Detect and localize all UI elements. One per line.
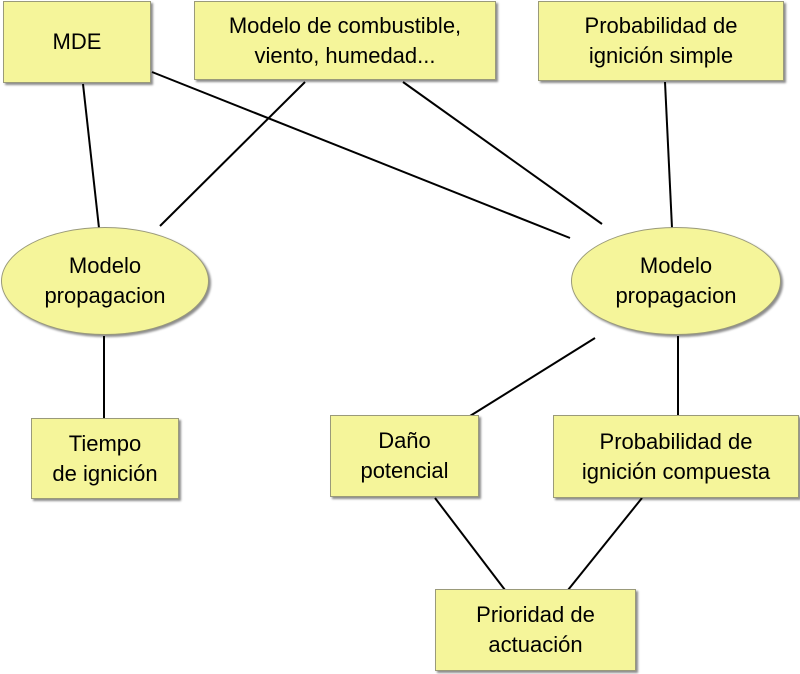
edge-propagacion-right-dano (469, 337, 596, 417)
node-probabilidad-ignicion-compuesta: Probabilidad de ignición compuesta (553, 415, 799, 498)
node-dano-potencial: Daño potencial (330, 415, 479, 497)
node-modelo-propagacion-left: Modelo propagacion (1, 227, 209, 335)
edge-probcompuesta-prioridad (567, 497, 643, 591)
node-tiempo-ignicion: Tiempo de ignición (31, 418, 179, 499)
node-modelo-propagacion-right: Modelo propagacion (571, 227, 781, 335)
edge-dano-prioridad (434, 497, 506, 591)
node-probabilidad-ignicion-simple: Probabilidad de ignición simple (538, 1, 784, 81)
node-prioridad-actuacion: Prioridad de actuación (435, 589, 636, 671)
edge-mde-propagacion-right (151, 71, 571, 239)
node-mde: MDE (3, 1, 151, 83)
node-modelo-combustible: Modelo de combustible, viento, humedad..… (194, 1, 496, 80)
edge-probsimple-propagacion-right (664, 81, 673, 229)
edge-combustible-propagacion-right (402, 81, 603, 225)
edge-mde-propagacion-left (82, 83, 100, 229)
edge-combustible-propagacion-left (159, 81, 306, 227)
